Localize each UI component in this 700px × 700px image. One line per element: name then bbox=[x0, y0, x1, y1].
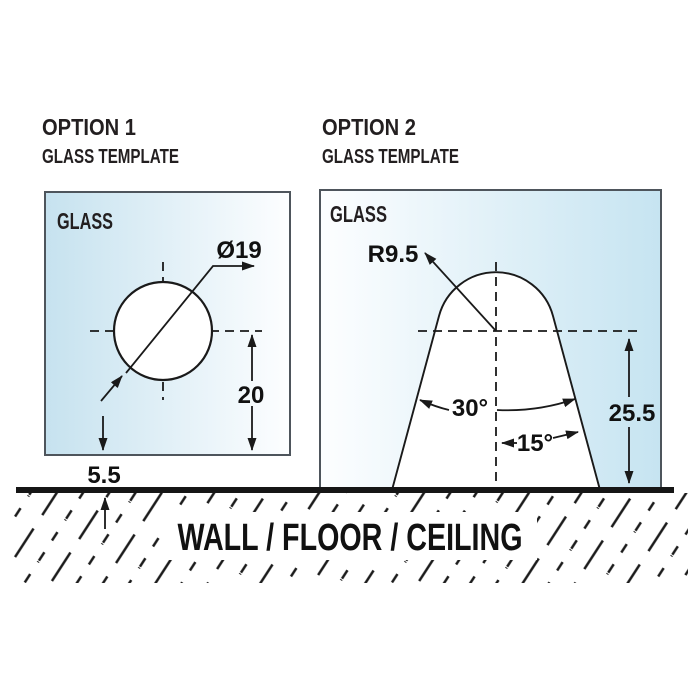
option1-subtitle: GLASS TEMPLATE bbox=[42, 146, 179, 168]
wall-label: WALL / FLOOR / CEILING bbox=[178, 517, 523, 559]
option2-template: GLASS R9.5 30° 15° 25.5 bbox=[319, 189, 662, 491]
option2-subtitle: GLASS TEMPLATE bbox=[322, 146, 459, 168]
option1-template: GLASS Ø19 20 5.5 bbox=[44, 191, 291, 489]
wall-label-background bbox=[163, 512, 537, 560]
option2-glass-label: GLASS bbox=[330, 201, 387, 227]
option2-radius-label: R9.5 bbox=[368, 241, 419, 268]
wall-surface-line bbox=[16, 487, 674, 493]
option2-notch-fill bbox=[392, 272, 600, 490]
option1-diameter-label: Ø19 bbox=[216, 237, 261, 264]
option2-title: OPTION 2 bbox=[322, 114, 416, 140]
option2-notch-outline bbox=[391, 271, 601, 491]
option1-glass-label: GLASS bbox=[57, 208, 113, 234]
option2-half-angle-arrow-right bbox=[552, 430, 579, 440]
option1-height-label: 20 bbox=[238, 382, 265, 409]
option1-hole-circle bbox=[112, 280, 214, 382]
option2-full-angle-label: 30° bbox=[452, 395, 488, 422]
option2-full-angle-arrow-left bbox=[419, 399, 450, 411]
option1-offset-label: 5.5 bbox=[87, 462, 120, 489]
option1-title: OPTION 1 bbox=[42, 114, 136, 140]
option2-full-angle-arrow-right bbox=[496, 398, 576, 412]
option1-diameter-leader-lower-arrow bbox=[100, 375, 123, 402]
option2-radius-leader bbox=[424, 252, 497, 332]
wall-section: WALL / FLOOR / CEILING bbox=[12, 487, 688, 583]
option1-diameter-leader bbox=[125, 261, 255, 374]
option2-height-label: 25.5 bbox=[609, 400, 656, 427]
option2-half-angle-label: 15° bbox=[517, 430, 553, 457]
